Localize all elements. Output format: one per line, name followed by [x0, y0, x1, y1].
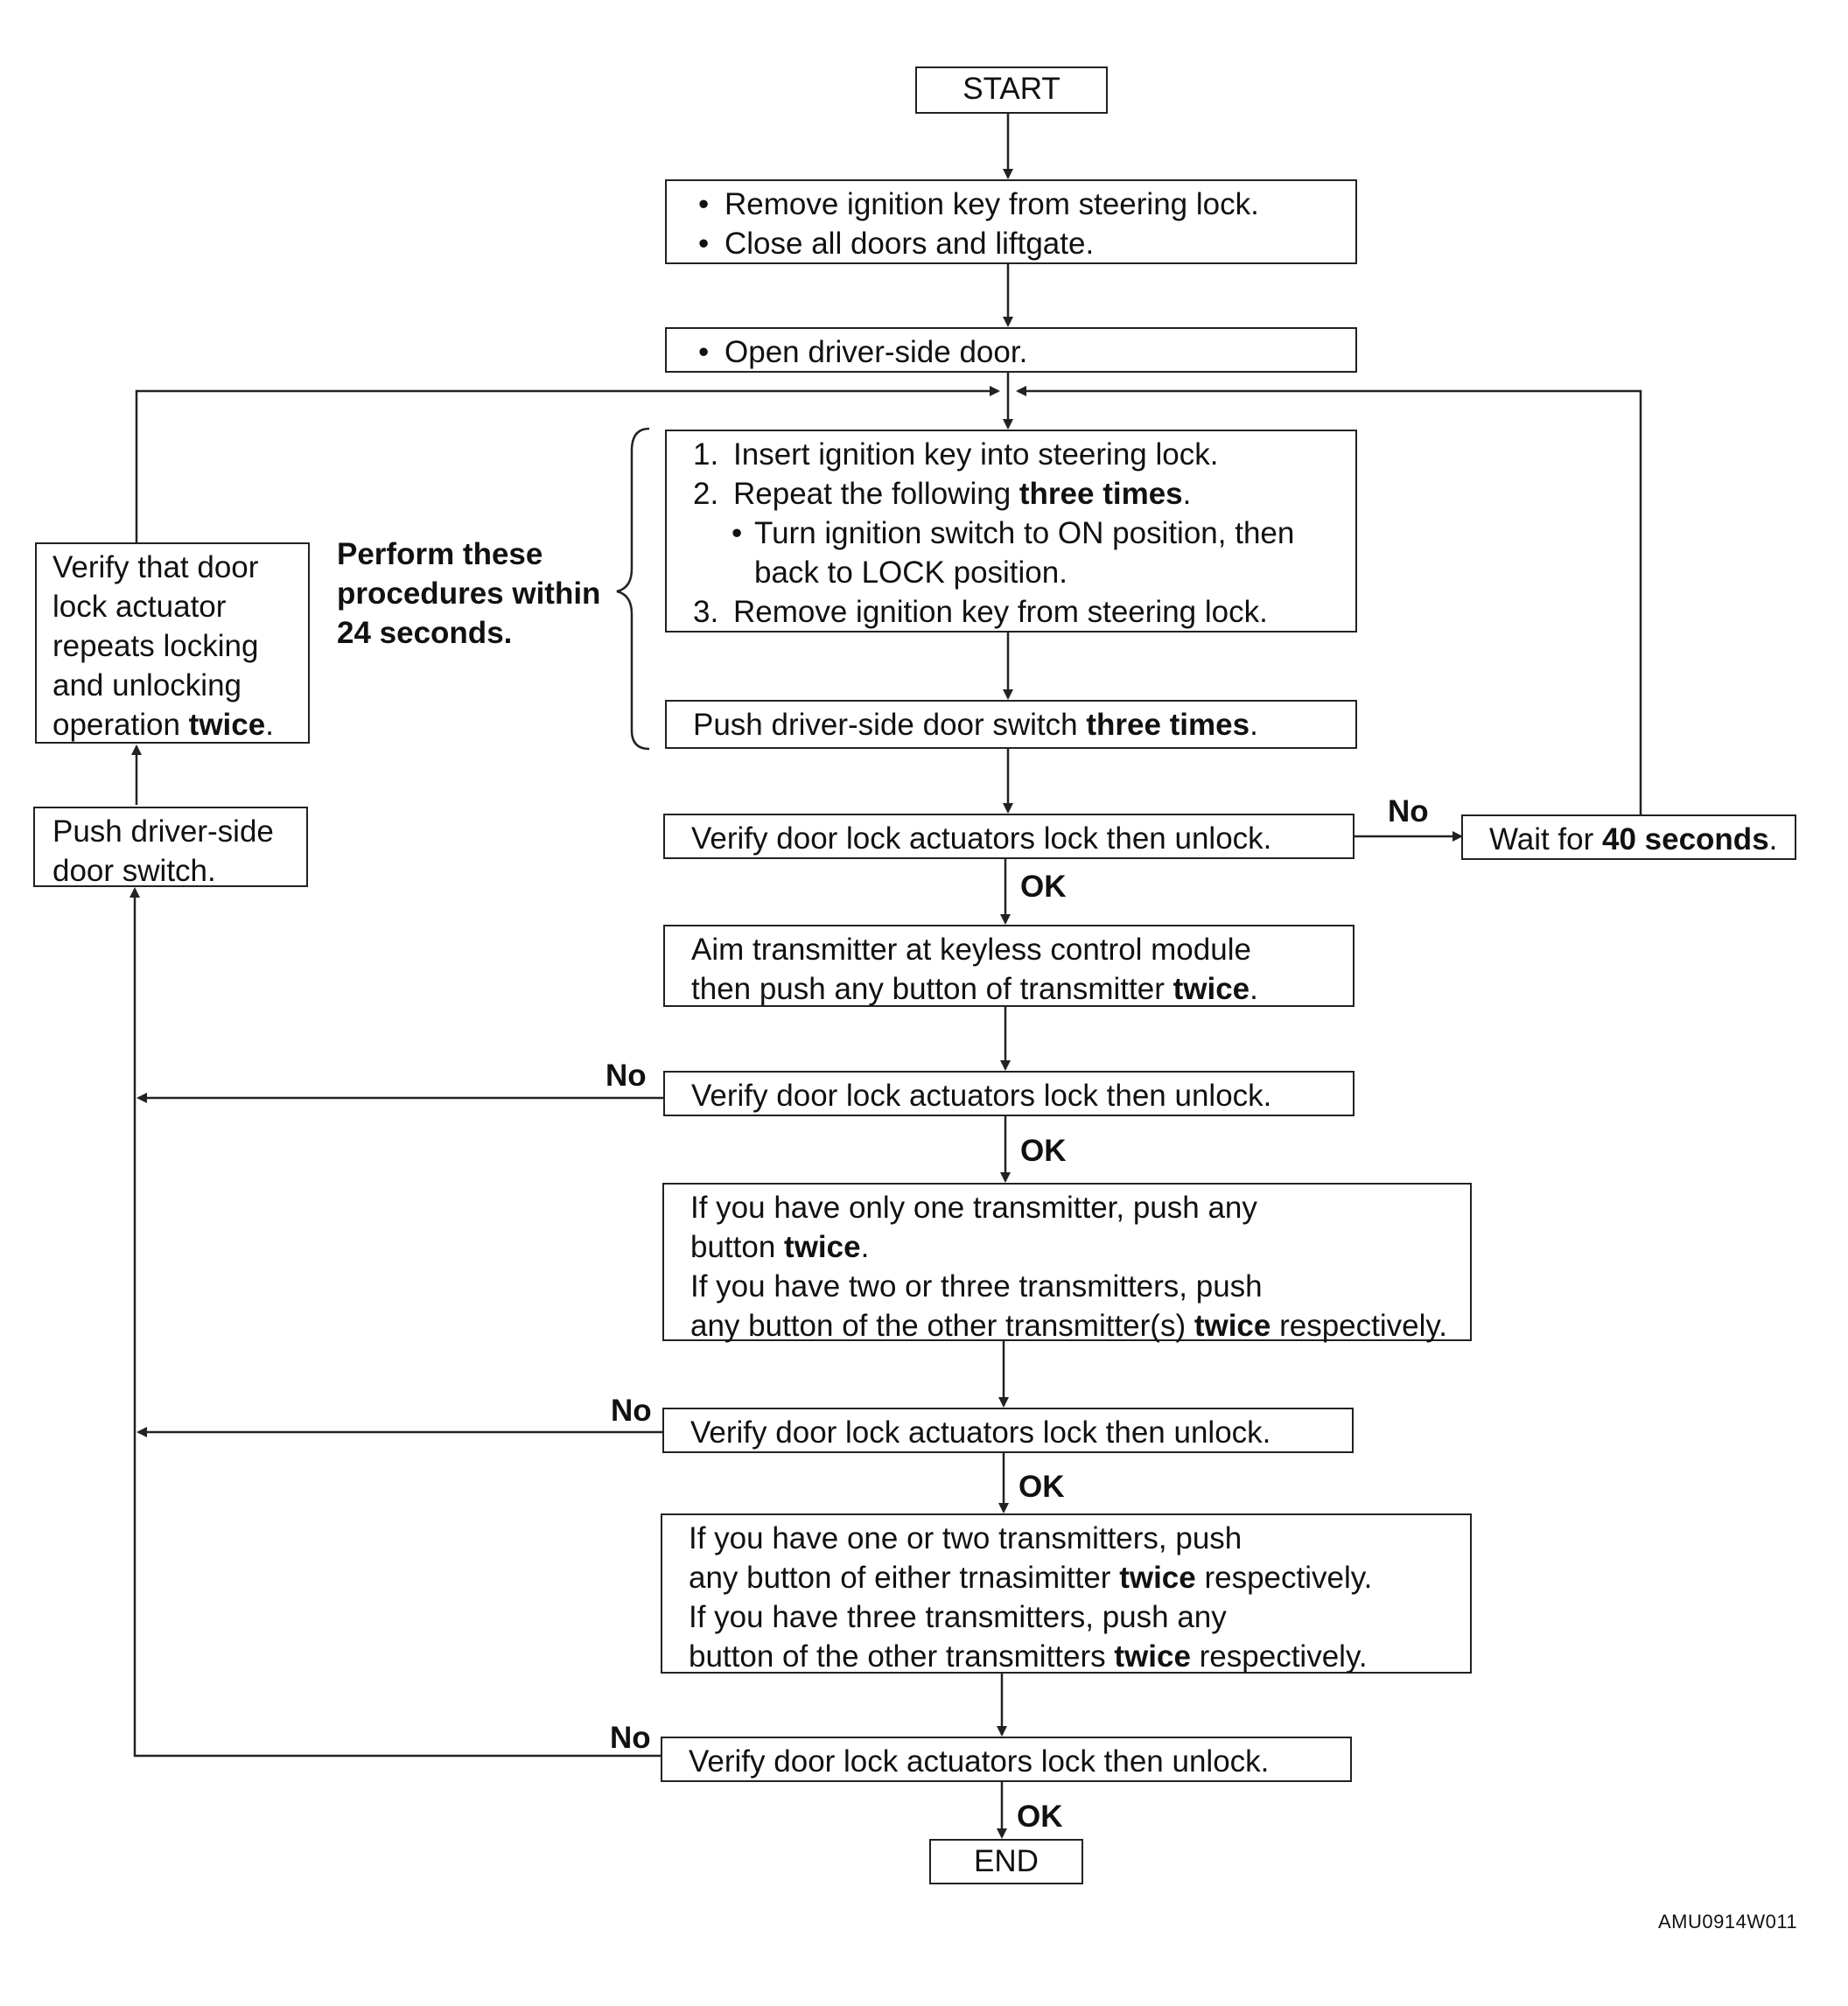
step-verify-repeats-twice: Verify that door lock actuator repeats l… — [35, 542, 310, 744]
step-push-driver-door-switch: Push driver-side door switch. — [33, 807, 308, 888]
verify-actuators-2: Verify door lock actuators lock then unl… — [663, 1071, 1354, 1116]
step-ignition-procedure: 1.Insert ignition key into steering lock… — [665, 430, 1357, 633]
procedure-line-1: 1.Insert ignition key into steering lock… — [693, 437, 1219, 472]
label-ok-4: OK — [1017, 1800, 1063, 1834]
line-verify4-no — [130, 887, 661, 1758]
procedure-sub-bullet: Turn ignition switch to ON position, the… — [693, 514, 1347, 592]
step8-line-4: any button of the other transmitter(s) t… — [690, 1309, 1448, 1343]
push-switch-text: Push driver-side door switch three times… — [693, 708, 1258, 742]
bullet-remove-key: Remove ignition key from steering lock. — [693, 185, 1347, 224]
procedure-line-3: 3.Remove ignition key from steering lock… — [693, 595, 1268, 629]
bullet-open-door: Open driver-side door. — [693, 332, 1347, 372]
time-limit-note: Perform these procedures within 24 secon… — [337, 537, 601, 650]
aim-line-2: then push any button of transmitter twic… — [691, 972, 1258, 1006]
step10-line-4: button of the other transmitters twice r… — [689, 1639, 1368, 1674]
label-no-wait: No — [1388, 794, 1429, 828]
label-ok-3: OK — [1018, 1470, 1065, 1504]
verify-actuators-3: Verify door lock actuators lock then unl… — [662, 1408, 1354, 1453]
step-other-transmitters-2: If you have one or two transmitters, pus… — [661, 1513, 1472, 1674]
loop-verify-twice-to-top — [135, 386, 1000, 542]
figure-code: AMU0914W011 — [1658, 1911, 1798, 1933]
label-no-2: No — [606, 1059, 647, 1093]
step-open-driver-door: Open driver-side door. — [665, 327, 1357, 373]
step-remove-key-close-doors: Remove ignition key from steering lock. … — [665, 179, 1357, 264]
step10-line-2: any button of either trnasimitter twice … — [689, 1561, 1373, 1595]
end-terminal: END — [929, 1839, 1083, 1884]
wait-text: Wait for 40 seconds. — [1489, 822, 1778, 856]
step8-line-2: button twice. — [690, 1230, 870, 1264]
label-no-3: No — [611, 1394, 652, 1428]
bullet-close-doors: Close all doors and liftgate. — [693, 224, 1347, 263]
brace — [616, 427, 650, 751]
wait-40-seconds: Wait for 40 seconds. — [1461, 814, 1796, 860]
step-aim-transmitter: Aim transmitter at keyless control modul… — [663, 925, 1354, 1007]
step-push-door-switch-three: Push driver-side door switch three times… — [665, 700, 1357, 749]
verify-twice-last-line: operation twice. — [52, 708, 274, 742]
loop-wait-to-top — [1016, 386, 1642, 814]
step-other-transmitters-1: If you have only one transmitter, push a… — [662, 1183, 1472, 1343]
verify-actuators-1: Verify door lock actuators lock then unl… — [663, 814, 1354, 859]
label-ok-1: OK — [1020, 870, 1067, 904]
verify-actuators-4: Verify door lock actuators lock then unl… — [661, 1737, 1352, 1782]
label-ok-2: OK — [1020, 1134, 1067, 1168]
label-no-4: No — [610, 1721, 651, 1755]
procedure-line-2: 2.Repeat the following three times. — [693, 477, 1192, 511]
start-terminal: START — [915, 66, 1108, 114]
